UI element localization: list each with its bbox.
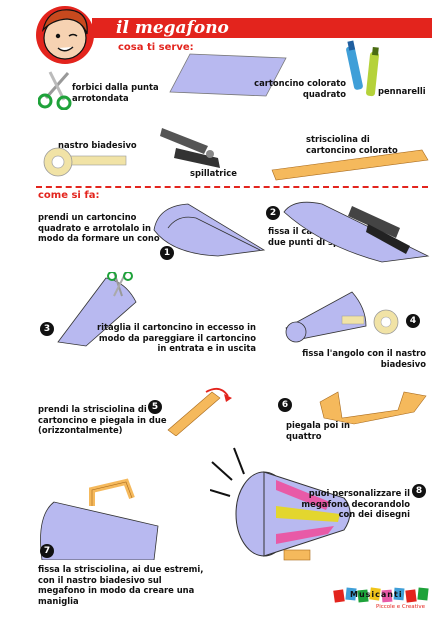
step-3-number: 3	[40, 322, 54, 336]
step-4-number: 4	[406, 314, 420, 328]
step-4-text: fissa l'angolo con il nastro biadesivo	[302, 348, 426, 369]
material-scissors-label: forbici dalla punta arrotondata	[72, 82, 159, 103]
step-3-text: ritaglia il cartoncino in eccesso in mod…	[96, 322, 256, 354]
step-5-text: prendi la strisciolina di cartoncino e p…	[38, 404, 167, 436]
paper-cone-illustration	[148, 198, 266, 258]
step-7-number: 7	[40, 544, 54, 558]
brand-logo-name: Musicanti	[350, 590, 403, 599]
decorated-megaphone-illustration	[210, 446, 360, 562]
taped-cone-illustration	[282, 288, 402, 346]
brand-logo	[332, 576, 438, 622]
paper-strip-icon	[266, 148, 432, 182]
step-6-text: piegala poi in quattro	[286, 420, 350, 441]
section-divider	[36, 186, 428, 188]
step-1-number: 1	[160, 246, 174, 260]
step-8-text: puoi personalizzare il megafono decorand…	[301, 488, 410, 520]
folded-strip-illustration	[166, 386, 236, 436]
step-1-text: prendi un cartoncino quadrato e arrotola…	[38, 212, 160, 244]
mascot-avatar	[34, 4, 96, 66]
page-title: il megafono	[116, 18, 229, 38]
stapled-cone-illustration	[282, 196, 432, 266]
scissors-icon	[38, 70, 74, 110]
materials-heading: cosa ti serve:	[118, 42, 194, 53]
material-cardboard-label: cartoncino colorato quadrato	[254, 78, 346, 99]
title-banner	[92, 18, 432, 38]
tape-roll-icon	[36, 146, 128, 178]
step-7-text: fissa la strisciolina, ai due estremi, c…	[38, 564, 204, 606]
step-8-number: 8	[412, 484, 426, 498]
material-strip-label: strisciolina di cartoncino colorato	[306, 134, 398, 155]
cut-cone-illustration	[56, 272, 146, 348]
step-5-number: 5	[148, 400, 162, 414]
cardboard-square-icon	[168, 52, 288, 98]
step-2-number: 2	[266, 206, 280, 220]
stapler-icon	[158, 122, 232, 172]
material-stapler-label: spillatrice	[190, 168, 237, 178]
brand-logo-subtitle: Piccole e Creative	[376, 604, 425, 610]
material-tape-label: nastro biadesivo	[58, 140, 137, 150]
steps-heading: come si fa:	[38, 190, 100, 201]
quartered-strip-illustration	[318, 388, 430, 428]
material-markers-label: pennarelli	[378, 86, 426, 96]
markers-icon	[344, 40, 394, 106]
step-6-number: 6	[278, 398, 292, 412]
